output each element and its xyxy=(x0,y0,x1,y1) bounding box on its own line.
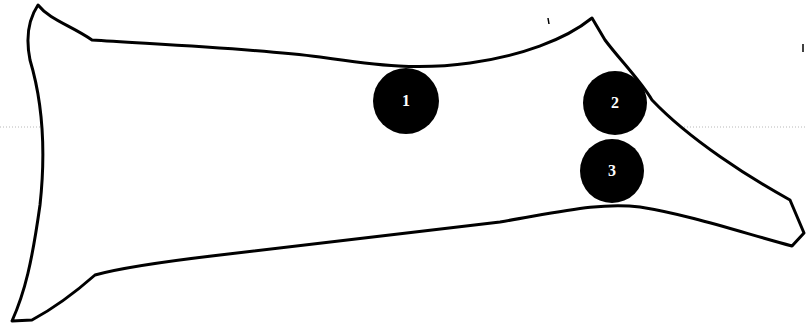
callout-circle: 3 xyxy=(580,139,644,203)
carcass-outline xyxy=(12,5,804,321)
callout-number: 3 xyxy=(608,163,616,179)
callout-number: 1 xyxy=(402,93,410,109)
tick-mark xyxy=(802,44,804,52)
callout-circle: 1 xyxy=(373,68,439,134)
callout-number: 2 xyxy=(611,95,619,111)
tick-mark xyxy=(548,18,549,24)
callout-circle: 2 xyxy=(583,71,647,135)
